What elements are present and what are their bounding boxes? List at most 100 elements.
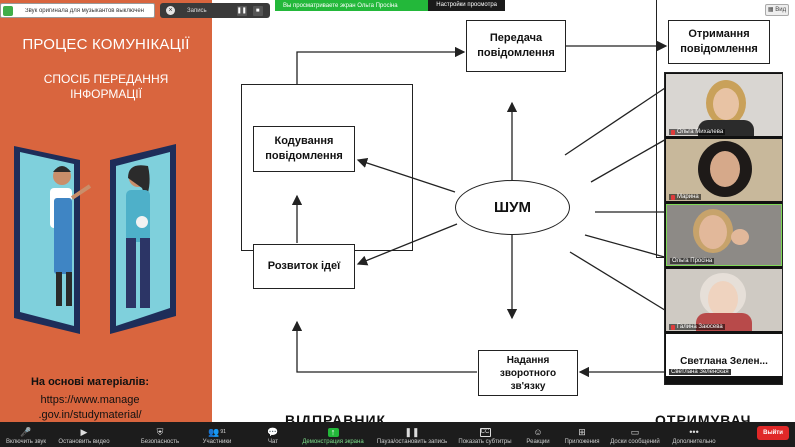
security-button[interactable]: ⛨ Безопасность [138, 422, 182, 447]
encode-line2: повідомлення [265, 150, 343, 162]
unmute-button[interactable]: 🎤 Включить звук [4, 422, 48, 447]
recording-label: Запись [187, 7, 207, 14]
feedback-line2: зворотного [499, 367, 557, 379]
transmit-line1: Передача [489, 32, 543, 44]
participant-face [710, 151, 740, 187]
participant-tile[interactable]: Марина [666, 139, 782, 201]
stop-video-button[interactable]: ▶ Остановить видео [56, 422, 112, 447]
smiley-icon: ☺ [533, 427, 543, 437]
participant-video-strip: Ольга Михалева Марина Ольга Просіна Гали… [664, 72, 783, 385]
view-options-button[interactable]: Настройки просмотра [428, 0, 505, 11]
participant-face [708, 281, 738, 317]
participant-face [699, 215, 727, 249]
woman-figure-icon [126, 165, 150, 308]
receive-line2: повідомлення [680, 43, 758, 55]
whiteboard-icon: ▭ [630, 427, 640, 437]
slide-subtitle-line2: ІНФОРМАЦІЇ [70, 87, 142, 101]
transmit-message-box: Передача повідомлення [466, 20, 566, 72]
toolbar-label: Включить звук [5, 439, 46, 445]
toolbar-label: Чат [268, 439, 278, 445]
participant-name: Ольга Просіна [672, 258, 713, 264]
participants-icon: 👥91 [208, 427, 226, 437]
audio-notification[interactable]: Звук оригинала для музыкантов выключен [0, 3, 155, 18]
participant-hand [731, 229, 749, 245]
pause-recording-button[interactable]: ❚❚ Пауза/остановить запись [374, 422, 450, 447]
share-screen-button[interactable]: ↑ Демонстрация экрана [300, 422, 366, 447]
participant-name: Марина [677, 194, 699, 200]
toolbar-label: Остановить видео [58, 439, 110, 445]
mic-muted-icon [671, 194, 675, 200]
idea-label: Розвиток ідеї [267, 260, 341, 272]
participant-name: Галина Заюсева [677, 324, 723, 330]
record-close-icon[interactable]: × [166, 6, 175, 15]
feedback-box: Надання зворотного зв'язку [478, 350, 578, 396]
meeting-toolbar: 🎤 Включить звук ▶ Остановить видео ⛨ Без… [0, 422, 795, 447]
receive-line1: Отримання [688, 28, 750, 40]
man-figure-icon [50, 166, 92, 306]
transmit-line2: повідомлення [477, 47, 555, 59]
slide-source-url[interactable]: https://www.manage .gov.in/studymaterial… [0, 393, 180, 423]
record-stop-button[interactable]: ■ [252, 5, 263, 16]
participant-name: Ольга Михалева [677, 129, 724, 135]
participant-tile[interactable]: Галина Заюсева [666, 269, 782, 331]
apps-button[interactable]: ⊞ Приложения [562, 422, 602, 447]
slide-subtitle-line1: СПОСІБ ПЕРЕДАННЯ [43, 72, 169, 86]
toolbar-label: Безопасность [140, 439, 180, 445]
toolbar-label: Реакции [526, 439, 550, 445]
recording-bar: × Запись ❚❚ ■ [160, 3, 270, 18]
video-camera-icon: ▶ [80, 427, 88, 437]
slide-title: ПРОЦЕС КОМУНІКАЦІЇ [22, 36, 190, 53]
reactions-button[interactable]: ☺ Реакции [524, 422, 552, 447]
encode-line1: Кодування [274, 135, 334, 147]
pause-icon: ❚❚ [404, 427, 420, 437]
more-button[interactable]: ••• Дополнительно [670, 422, 718, 447]
toolbar-label: Показать субтитры [458, 439, 512, 445]
mic-muted-icon [671, 324, 675, 330]
participant-display-name: Светлана Зелен... [680, 356, 768, 367]
whiteboards-button[interactable]: ▭ Доски сообщений [608, 422, 662, 447]
slide-source-url-line1: https://www.manage [40, 394, 140, 406]
captions-button[interactable]: CC Показать субтитры [456, 422, 514, 447]
record-pause-button[interactable]: ❚❚ [236, 5, 247, 16]
toolbar-label: Демонстрация экрана [302, 439, 364, 445]
participant-name-tag: Марина [669, 194, 701, 200]
view-toggle-button[interactable]: ▦ Вид [765, 4, 789, 16]
phones-illustration [14, 144, 176, 334]
toolbar-label: Пауза/остановить запись [376, 439, 448, 445]
participant-tile-no-video[interactable]: Светлана Зелен... Светлана Зеленская [666, 334, 782, 376]
toolbar-label: Приложения [564, 439, 600, 445]
chat-icon: 💬 [267, 427, 279, 437]
leave-meeting-button[interactable]: Выйти [757, 426, 789, 440]
idea-development-box: Розвиток ідеї [253, 244, 355, 289]
more-dots-icon: ••• [689, 427, 699, 437]
microphone-muted-icon: 🎤 [20, 427, 32, 437]
apps-icon: ⊞ [578, 427, 586, 437]
slide-source-label: На основі матеріалів: [30, 376, 150, 388]
screen-share-text: Вы просматриваете экран Ольга Просіна [283, 2, 398, 9]
participant-face [713, 88, 739, 120]
closed-captions-icon: CC [479, 428, 491, 437]
participant-name-tag: Светлана Зеленская [669, 369, 731, 375]
chat-button[interactable]: 💬 Чат [262, 422, 284, 447]
toolbar-label: Доски сообщений [610, 439, 660, 445]
mic-muted-icon [671, 129, 675, 135]
participant-name-tag: Ольга Просіна [670, 258, 715, 264]
slide-left-panel: ПРОЦЕС КОМУНІКАЦІЇ СПОСІБ ПЕРЕДАННЯ ІНФО… [0, 0, 212, 422]
shield-icon: ⛨ [156, 427, 164, 437]
participants-button[interactable]: 👥91 Участники [198, 422, 236, 447]
noise-ellipse: ШУМ [455, 180, 570, 235]
view-toggle-label: Вид [775, 7, 787, 13]
grid-icon: ▦ [767, 7, 774, 13]
toolbar-label: Участники [202, 439, 232, 445]
encode-message-box: Кодування повідомлення [253, 126, 355, 172]
participant-tile-active[interactable]: Ольга Просіна [666, 204, 782, 266]
share-screen-icon: ↑ [327, 428, 339, 437]
participant-tile[interactable]: Ольга Михалева [666, 74, 782, 136]
noise-label: ШУМ [494, 199, 531, 216]
shield-icon [3, 5, 13, 16]
slide-source-url-line2: .gov.in/studymaterial/ [38, 409, 142, 421]
slide-subtitle: СПОСІБ ПЕРЕДАННЯ ІНФОРМАЦІЇ [0, 72, 212, 102]
toolbar-label: Дополнительно [672, 439, 716, 445]
receive-message-box: Отримання повідомлення [668, 20, 770, 64]
